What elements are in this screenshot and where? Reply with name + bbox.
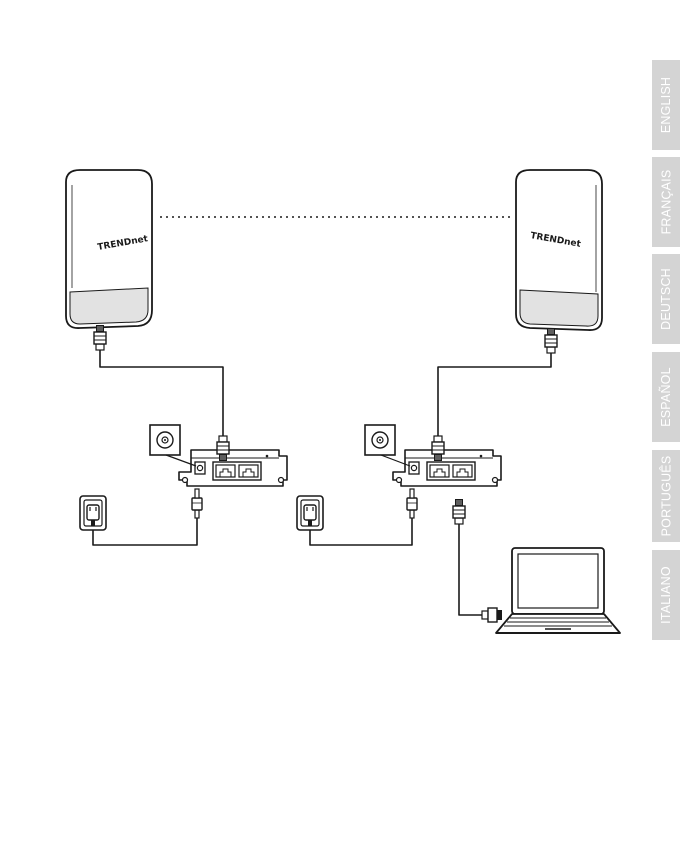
tab-espanol-label: ESPAÑOL [659,367,673,427]
tab-francais-label: FRANÇAIS [659,170,673,235]
dc-plug-right [407,489,417,518]
tab-italiano[interactable]: ITALIANO [652,550,680,640]
ethernet-plug-laptop [482,608,502,622]
poe-injector-left [179,450,287,486]
ethernet-plug-right-ap [545,328,557,353]
ethernet-plug-left-ap [94,325,106,350]
tab-italiano-label: ITALIANO [659,566,673,624]
access-point-left: TRENDnet [66,170,152,328]
power-cable-left [93,517,197,545]
tab-deutsch-label: DEUTSCH [659,268,673,330]
power-cable-right [310,517,412,545]
tab-espanol[interactable]: ESPAÑOL [652,352,680,442]
access-point-right: TRENDnet [516,170,602,330]
dc-plug-left [192,489,202,518]
tab-english[interactable]: ENGLISH [652,60,680,150]
poe-injector-right [393,450,501,486]
dc-jack-callout-left [150,425,180,455]
ethernet-cable-right-ap [438,353,551,440]
tab-english-label: ENGLISH [659,77,673,133]
dc-jack-callout-right [365,425,395,455]
tab-deutsch[interactable]: DEUTSCH [652,254,680,344]
ethernet-plug-lan-injector [453,499,465,524]
tab-portugues-label: PORTUGUÊS [659,456,673,537]
power-outlet-left [80,496,106,530]
tab-francais[interactable]: FRANÇAIS [652,157,680,247]
power-outlet-right [297,496,323,530]
laptop [496,548,620,633]
ethernet-cable-laptop [459,524,482,615]
tab-portugues[interactable]: PORTUGUÊS [652,450,680,542]
